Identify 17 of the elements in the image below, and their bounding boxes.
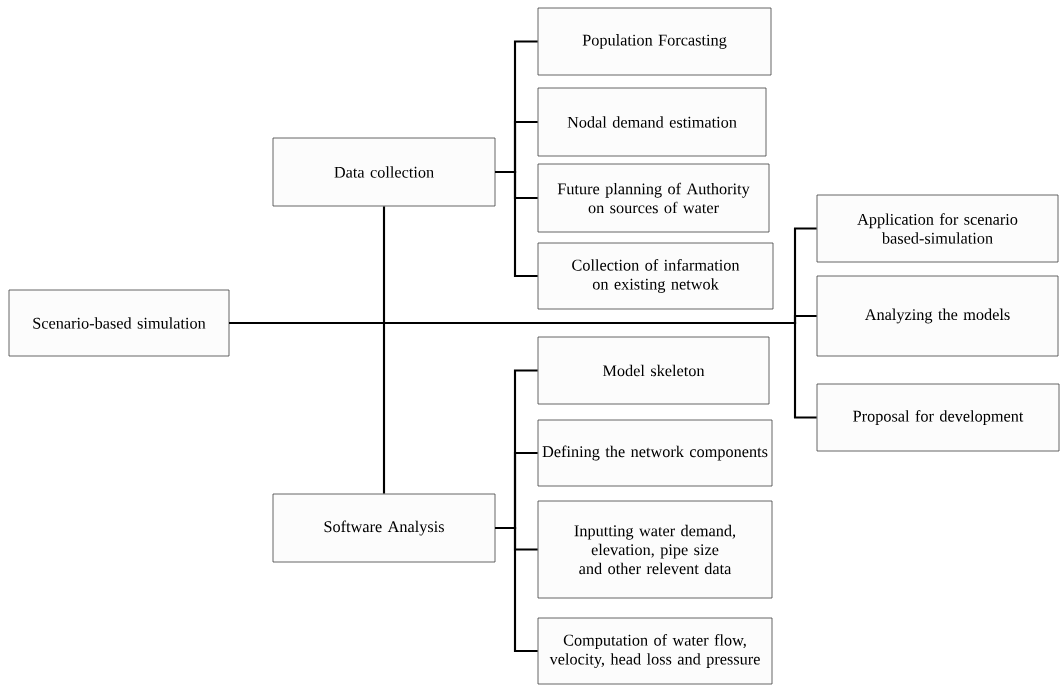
process-box: Software Analysis [272,493,496,563]
process-box: Scenario-based simulation [8,289,230,357]
process-box: Future planning of Authority on sources of water [537,163,770,233]
process-box: Analyzing the models [816,275,1059,357]
process-box: Data collection [272,137,496,207]
process-box: Defining the network components [537,419,773,487]
process-box: Population Forcasting [537,7,772,76]
process-box: Model skeleton [537,336,770,405]
process-box: Computation of water flow, velocity, head loss and pressure [537,617,773,685]
process-box: Nodal demand estimation [537,87,767,157]
process-box: Application for scenario based-simulation [816,194,1059,263]
connector [495,526,538,653]
connector [229,321,817,419]
connector [495,170,538,278]
process-box: Proposal for development [816,383,1060,452]
process-box: Inputting water demand, elevation, pipe size and other relevent data [537,500,773,599]
process-box: Collection of infarmation on existing netwok [537,242,774,310]
